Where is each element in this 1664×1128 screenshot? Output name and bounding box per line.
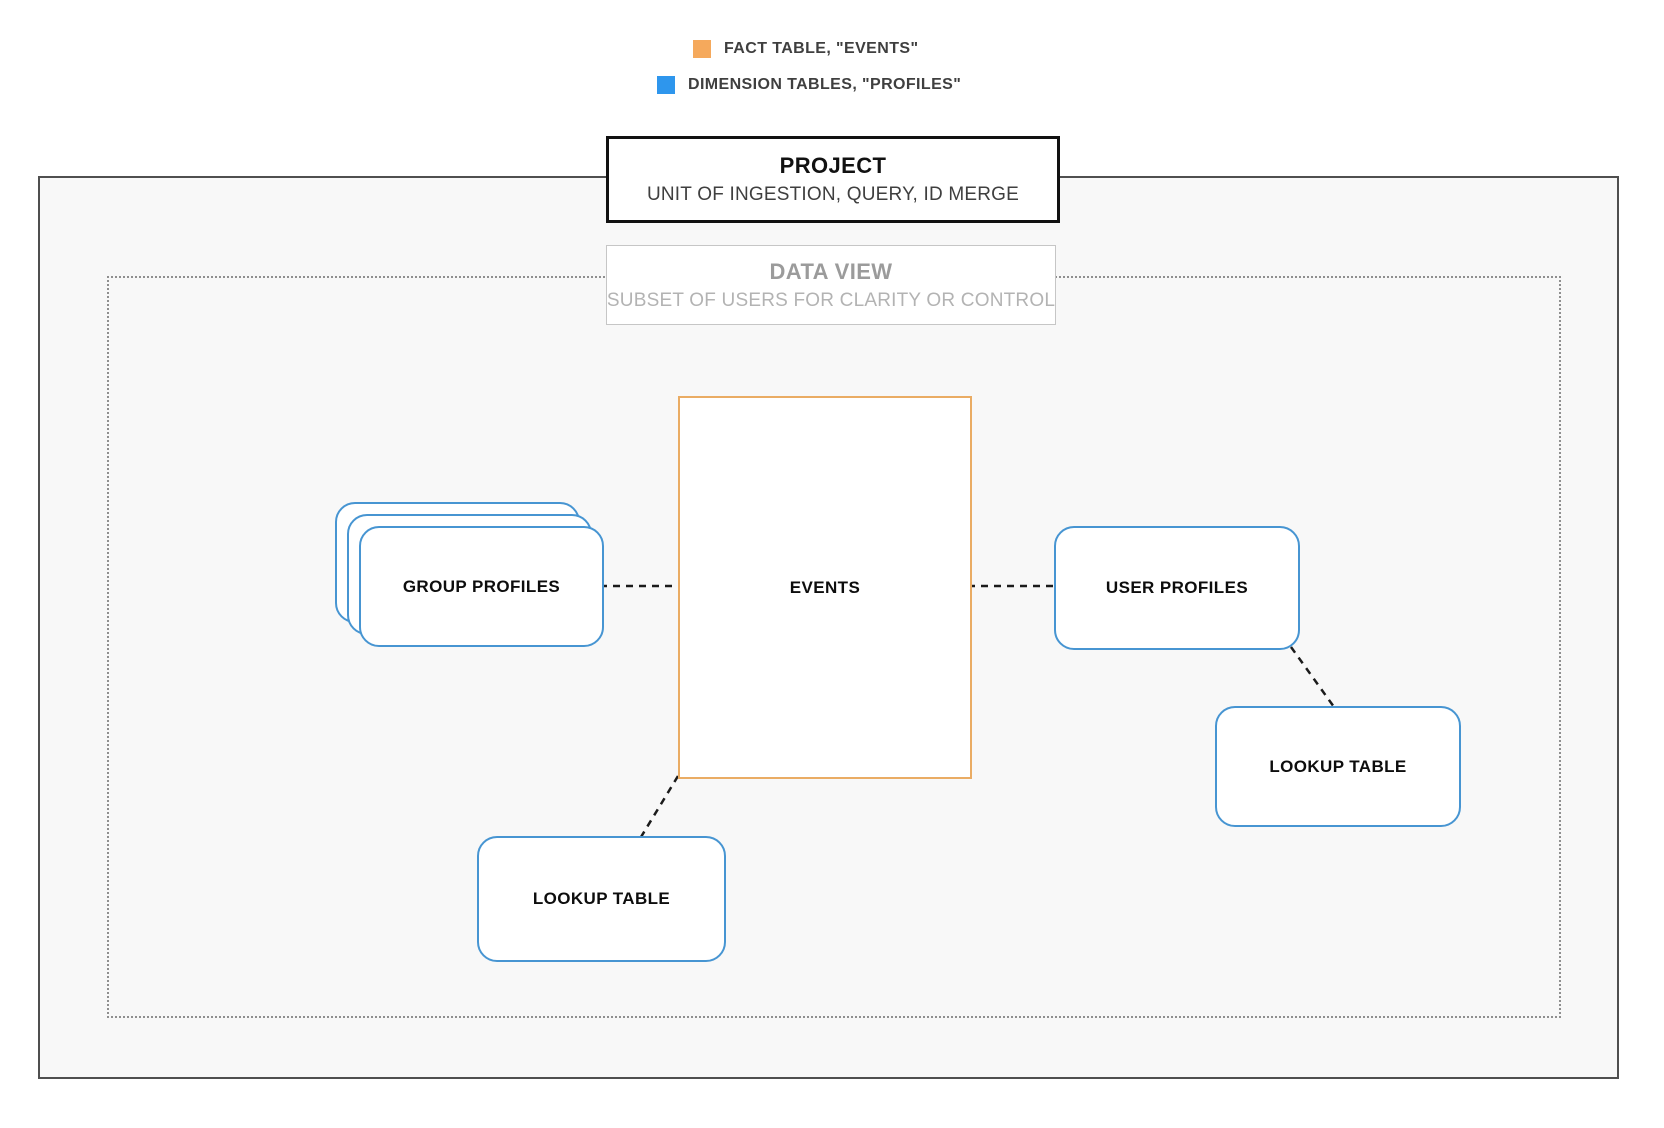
project-header-box: PROJECT UNIT OF INGESTION, QUERY, ID MER… [606,136,1060,223]
legend-item-fact-table: FACT TABLE, "EVENTS" [693,40,918,58]
node-user-profiles-label: USER PROFILES [1105,578,1249,597]
node-user-profiles: USER PROFILES [1054,526,1300,650]
node-group-profiles-label: GROUP PROFILES [402,576,561,596]
fact-table-color-swatch [693,40,711,58]
legend-item-dimension-tables: DIMENSION TABLES, "PROFILES" [657,76,961,94]
node-lookup-table-left-label: LOOKUP TABLE [532,889,671,908]
node-lookup-table-right-label: LOOKUP TABLE [1269,756,1407,776]
legend-label-dimension-tables: DIMENSION TABLES, "PROFILES" [688,76,962,93]
project-subtitle: UNIT OF INGESTION, QUERY, ID MERGE [646,184,1020,205]
dimension-tables-color-swatch [657,76,675,94]
project-title: PROJECT [779,153,887,178]
node-lookup-table-right: LOOKUP TABLE [1215,706,1461,827]
data-view-subtitle: SUBSET OF USERS FOR CLARITY OR CONTROL [606,289,1056,311]
data-view-header-box: DATA VIEW SUBSET OF USERS FOR CLARITY OR… [606,245,1056,325]
node-lookup-table-left: LOOKUP TABLE [477,836,726,962]
node-events: EVENTS [678,396,972,779]
node-events-label: EVENTS [789,577,861,597]
data-view-title: DATA VIEW [769,258,893,284]
node-group-profiles: GROUP PROFILES [359,526,604,647]
legend-label-fact-table: FACT TABLE, "EVENTS" [724,40,919,57]
